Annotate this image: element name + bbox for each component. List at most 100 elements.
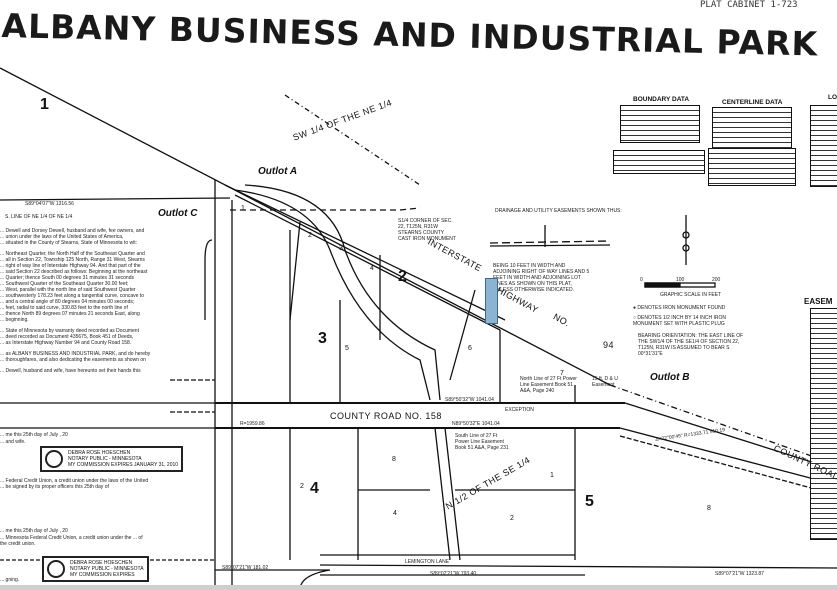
notary-title: NOTARY PUBLIC - MINNESOTA [70, 566, 144, 572]
legal-line: ... said Section 22 described as follows… [0, 269, 148, 275]
easement-table-title: EASEM [804, 297, 833, 306]
acknowledgment-date: ... me this 25th day of July , 20 [0, 432, 68, 438]
legal-line: ... southwesterly 178.23 feet along a ta… [0, 293, 144, 299]
legal-description: ... Dewell and Dorsey Dewell, husband an… [0, 228, 165, 374]
legal-line: ... Dewell and Dorsey Dewell, husband an… [0, 228, 145, 234]
legal-line: ... feet, radial to said curve, 330.83 f… [0, 305, 128, 311]
notary-name: DEBRA ROSE HOESCHEN [68, 450, 131, 456]
acknowledgment-text: ... and wife. [0, 439, 26, 445]
legal-line: ... Dewell, husband and wife, have hereu… [0, 368, 141, 374]
legal-line: ... and a central angle of 80 degrees 04… [0, 299, 135, 305]
lot-number: 3 [339, 245, 343, 252]
legal-line: ... thence North 89 degrees 07 minutes 2… [0, 311, 140, 317]
lot-number: 2 [398, 268, 407, 285]
lot-table-title: LO [828, 94, 837, 101]
legal-line: ... all in Section 22, Township 125 Nort… [0, 257, 145, 263]
easement-table [810, 308, 837, 540]
legal-line: ... union under the laws of the United S… [0, 234, 124, 240]
due-easement-note: 15 ft. D & U Easement [592, 376, 618, 388]
bearing-label: N89°50'32"E 1041.04 [452, 421, 500, 427]
centerline-data-title: CENTERLINE DATA [722, 99, 783, 106]
county-road-158-label: COUNTY ROAD NO. 158 [330, 411, 442, 421]
boundary-curve-table [613, 150, 705, 174]
lot-number: 8 [707, 505, 711, 512]
legal-line: ... Quarter; thence South 00 degrees 31 … [0, 275, 134, 281]
lot-number: 4 [393, 510, 397, 517]
lot-number: 2 [300, 483, 304, 490]
power-easement-note: South Line of 27 Ft Power Line Easement … [455, 433, 509, 451]
drainage-note: DRAINAGE AND UTILITY EASEMENTS SHOWN THU… [495, 208, 622, 214]
lot-number: 7 [560, 370, 564, 377]
lot-number: 1 [40, 96, 49, 113]
selection-highlight[interactable] [485, 278, 498, 324]
lot-number: 1 [241, 205, 245, 212]
bearing-orientation-note: BEARING ORIENTATION: THE EAST LINE OF TH… [638, 333, 744, 357]
legend-found: ● DENOTES IRON MONUMENT FOUND [633, 305, 726, 311]
legal-line: ... State of Minnesota by warranty deed … [0, 328, 139, 334]
lemington-lane-label: LEMINGTON LANE [405, 559, 450, 565]
scale-tick: 200 [712, 277, 721, 283]
scale-tick: 0 [640, 277, 643, 283]
legal-line: ... deed recorded as Document 435675, Bo… [0, 334, 134, 340]
horizontal-scrollbar[interactable] [0, 585, 837, 590]
notary-seal-icon [47, 560, 65, 578]
notary-expiry: MY COMMISSION EXPIRES JANUARY 31, 2010 [68, 462, 179, 468]
lot-number: 8 [392, 456, 396, 463]
lot-number: 2 [308, 232, 312, 239]
bearing-label: S89°07'21"W 793.40 [430, 571, 477, 577]
notary-seal-icon [45, 450, 63, 468]
legal-line: ... beginning. [0, 317, 29, 323]
lot-number: 4 [310, 480, 319, 497]
highway-number-label: 94 [603, 340, 615, 350]
quarter-line [284, 94, 421, 186]
notary-stamp: DEBRA ROSE HOESCHEN NOTARY PUBLIC - MINN… [40, 446, 184, 472]
legal-line: ... Southwest Quarter of the Southeast Q… [0, 281, 129, 287]
easement-note: BEING 10 FEET IN WIDTH AND ADJOINING RIG… [493, 263, 590, 293]
credit-union-text: ... Federal Credit Union, a credit union… [0, 478, 149, 490]
notary-name: DEBRA ROSE HOESCHEN [70, 560, 133, 566]
lot-table [810, 105, 837, 187]
scale-label: GRAPHIC SCALE IN FEET [660, 292, 722, 298]
power-easement-note: North Line of 27 Ft Power Line Easement … [520, 376, 577, 394]
legal-line: ... as ALBANY BUSINESS AND INDUSTRIAL PA… [0, 351, 151, 357]
boundary-data-title: BOUNDARY DATA [633, 96, 690, 103]
legal-line: ... right of way line of Interstate High… [0, 263, 141, 269]
centerline-curve-table [708, 148, 796, 186]
lot-number: 5 [345, 345, 349, 352]
curve-label: R=1959.86 [240, 421, 265, 427]
outlot-b-label: Outlot B [650, 372, 690, 383]
notary-expiry: MY COMMISSION EXPIRES [70, 572, 135, 578]
lot-number: 6 [468, 345, 472, 352]
interstate-row-line-2 [609, 384, 837, 466]
bearing-label: S89°04'07"W 1316.56 [25, 201, 74, 207]
outlot-c-label: Outlot C [158, 208, 198, 219]
legal-line: ... West, parallel with the north line o… [0, 287, 136, 293]
lot-number: 5 [585, 493, 594, 510]
legal-line: ... as Interstate Highway Number 94 and … [0, 340, 132, 346]
interstate-row-line [0, 67, 611, 386]
bearing-label: S89°50'32"W 1041.04 [445, 397, 494, 403]
notary-stamp: DEBRA ROSE HOESCHEN NOTARY PUBLIC - MINN… [42, 556, 149, 582]
lot-number: 2 [510, 515, 514, 522]
outlot-a-label: Outlot A [258, 166, 298, 177]
lot-number: 4 [370, 265, 374, 272]
bearing-label: S89°07'21"W 181.02 [222, 565, 269, 571]
corner-monument-note: S1/4 CORNER OF SEC. 22, T125N, R31W STEA… [398, 218, 456, 242]
lot-number: 1 [550, 472, 554, 479]
acknowledgment-text: ... gning. [0, 577, 20, 583]
legal-line: ... thoroughfares, and also dedicating t… [0, 357, 146, 363]
exception-label: EXCEPTION [505, 407, 534, 413]
plat-cabinet-reference: PLAT CABINET 1-723 [700, 0, 798, 10]
lot-number: 3 [318, 330, 327, 347]
legend-set: ○ DENOTES 1/2 INCH BY 14 INCH IRON MONUM… [633, 315, 726, 327]
notary-title: NOTARY PUBLIC - MINNESOTA [68, 456, 142, 462]
legal-line: ... Northeast Quarter, the North Half of… [0, 251, 145, 257]
outlot-line [224, 184, 506, 321]
line-label: S. LINE OF NE 1/4 OF NE 1/4 [5, 214, 73, 220]
legal-line: ... situated in the County of Stearns, S… [0, 240, 138, 246]
acknowledgment-date: ... me this 25th day of July , 20 [0, 528, 68, 534]
credit-union-text: ... Minnesota Federal Credit Union, a cr… [0, 535, 143, 547]
scale-tick: 100 [676, 277, 685, 283]
boundary-data-table [620, 105, 700, 143]
